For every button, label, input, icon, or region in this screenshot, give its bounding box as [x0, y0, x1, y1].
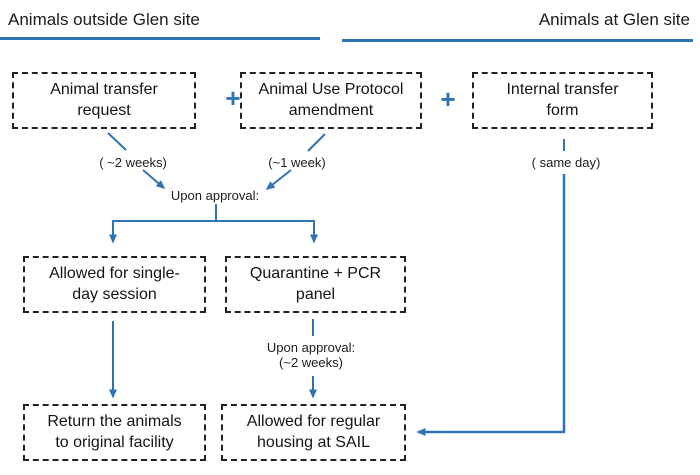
- arrow-timing-mid-to-approval: [265, 169, 292, 190]
- node-text: Quarantine + PCR: [249, 264, 382, 282]
- node-text: Allowed for single-: [49, 264, 180, 282]
- label-one-week: (~1 week): [268, 155, 326, 170]
- node-text: Animal transfer: [50, 80, 158, 98]
- label-two-weeks: ( ~2 weeks): [99, 155, 167, 170]
- node-text: to original facility: [55, 433, 174, 451]
- label-line: Upon approval:: [266, 340, 356, 355]
- node-text: panel: [295, 285, 336, 303]
- node-text: Return the animals: [47, 412, 182, 430]
- node-allowed-single-day-session: Allowed for single- day session: [23, 256, 206, 313]
- node-internal-transfer-form: Internal transfer form: [472, 72, 653, 129]
- label-same-day: ( same day): [531, 155, 601, 170]
- node-text: housing at SAIL: [257, 433, 370, 451]
- plus-sign: +: [225, 83, 241, 113]
- label-upon-approval-bottom: Upon approval: (~2 weeks): [266, 340, 356, 370]
- node-animal-use-protocol-amendment: Animal Use Protocol amendment: [240, 72, 422, 129]
- node-text: Allowed for regular: [246, 412, 381, 430]
- arrow-same-day-to-housing: [416, 174, 566, 436]
- connector-amendment-to-timing: [307, 133, 326, 152]
- plus-sign: +: [440, 84, 456, 114]
- label-line: (~2 weeks): [279, 354, 343, 370]
- node-text: day session: [72, 285, 157, 303]
- node-allowed-regular-housing: Allowed for regular housing at SAIL: [221, 404, 406, 461]
- node-animal-transfer-request: Animal transfer request: [12, 72, 196, 129]
- label-upon-approval-top: Upon approval:: [170, 188, 260, 203]
- connector-request-to-timing: [107, 132, 127, 151]
- node-text: request: [77, 101, 131, 119]
- node-return-animals: Return the animals to original facility: [23, 404, 206, 461]
- node-text: Animal Use Protocol: [258, 80, 404, 98]
- node-text: amendment: [288, 101, 374, 119]
- header-animals-at-glen: Animals at Glen site: [538, 10, 690, 29]
- node-text: form: [546, 101, 579, 119]
- arrow-timing-left-to-approval: [142, 169, 166, 189]
- node-quarantine-pcr-panel: Quarantine + PCR panel: [225, 256, 406, 313]
- node-text: Internal transfer: [506, 80, 619, 98]
- header-animals-outside: Animals outside Glen site: [8, 10, 200, 29]
